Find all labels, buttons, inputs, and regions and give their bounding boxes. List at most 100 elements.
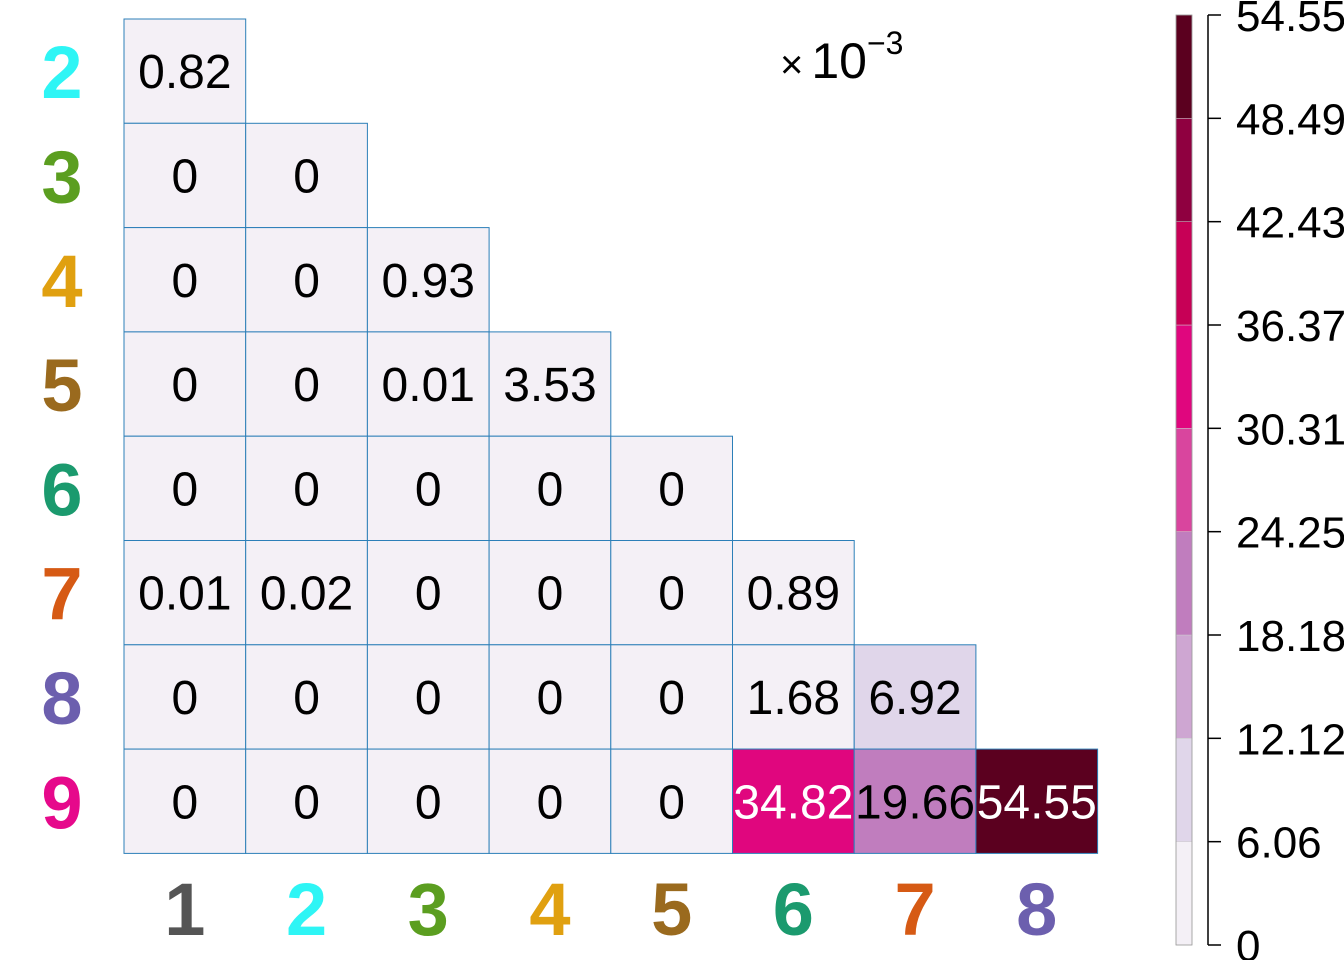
- cell-value-label: 0: [171, 463, 198, 516]
- colorbar-tick-label: 12.12: [1236, 715, 1344, 764]
- heatmap-cell: [488, 540, 612, 646]
- colorbar-tick-label: 48.49: [1236, 95, 1344, 144]
- cell-value-label: 0.01: [138, 568, 231, 621]
- heatmap-cell: [610, 435, 733, 542]
- cell-value-label: 0: [537, 568, 564, 621]
- heatmap-cell: [732, 540, 855, 646]
- cell-value-label: 0: [293, 463, 320, 516]
- colorbar-tick-label: 6.06: [1236, 819, 1322, 868]
- cell-value-label: 0: [171, 255, 198, 308]
- cell-value-label: 6.92: [868, 672, 961, 725]
- colorbar-tick-label: 42.43: [1236, 199, 1344, 248]
- cell-value-label: 0.89: [747, 568, 840, 621]
- heatmap-cell: [366, 540, 490, 646]
- cell-value-label: 0: [293, 359, 320, 412]
- cell-value-label: 0: [293, 672, 320, 725]
- colorbar: [1175, 14, 1193, 946]
- colorbar-segment: [1175, 428, 1193, 532]
- heatmap-cell: [732, 748, 855, 854]
- heatmap-cell: [245, 227, 368, 333]
- col-label: 8: [1016, 868, 1057, 951]
- heatmap-cell: [853, 748, 977, 854]
- multiplier-base: 10: [811, 33, 867, 89]
- colorbar-segment: [1175, 531, 1193, 636]
- row-label: 5: [41, 344, 82, 427]
- cell-value-label: 54.55: [977, 776, 1097, 829]
- row-label: 7: [41, 553, 82, 636]
- colorbar-segment: [1175, 324, 1193, 429]
- row-label: 2: [41, 31, 82, 114]
- heatmap-cell: [123, 540, 247, 646]
- multiplier-exponent: −3: [867, 25, 903, 61]
- colorbar-segment: [1175, 14, 1193, 119]
- col-label: 3: [408, 868, 449, 951]
- cell-value-label: 0: [658, 776, 685, 829]
- cell-value-label: 0: [171, 776, 198, 829]
- heatmap-cell: [245, 122, 368, 229]
- cell-value-label: 0: [415, 776, 442, 829]
- cell-value-label: 0.02: [260, 568, 353, 621]
- cell-value-label: 34.82: [733, 776, 853, 829]
- cell-value-label: 0: [537, 463, 564, 516]
- heatmap-cell: [366, 748, 490, 854]
- row-label: 6: [41, 448, 82, 531]
- colorbar-tick-label: 54.55: [1236, 0, 1344, 41]
- cell-value-label: 0: [293, 776, 320, 829]
- colorbar-outline: [1175, 14, 1193, 946]
- colorbar-segment: [1175, 118, 1193, 222]
- col-label: 7: [894, 868, 935, 951]
- colorbar-tick-label: 36.37: [1236, 302, 1344, 351]
- cell-value-label: 0: [658, 672, 685, 725]
- col-label: 2: [286, 868, 327, 951]
- cell-value-label: 0.82: [138, 46, 231, 99]
- row-label: 3: [41, 135, 82, 218]
- heatmap-cell: [123, 122, 247, 229]
- colorbar-segment: [1175, 221, 1193, 326]
- cell-value-label: 0: [415, 463, 442, 516]
- heatmap-cell: [732, 644, 855, 750]
- cell-value-label: 0: [658, 568, 685, 621]
- cell-value-label: 0: [171, 359, 198, 412]
- colorbar-segment: [1175, 738, 1193, 842]
- heatmap-cell: [123, 227, 247, 333]
- heatmap-cell: [123, 644, 247, 750]
- heatmap-cell: [123, 18, 247, 124]
- row-label: 9: [41, 761, 82, 844]
- heatmap-cell: [488, 644, 612, 750]
- colorbar-tick-label: 18.18: [1236, 612, 1344, 661]
- row-label: 8: [41, 657, 82, 740]
- cell-value-label: 3.53: [503, 359, 596, 412]
- heatmap-cell: [245, 435, 368, 542]
- col-label: 6: [773, 868, 814, 951]
- cell-value-label: 0: [171, 672, 198, 725]
- cell-value-label: 0: [415, 672, 442, 725]
- heatmap-cell: [975, 748, 1099, 854]
- heatmap-cell: [366, 227, 490, 333]
- colorbar-tick-label: 30.31: [1236, 405, 1344, 454]
- cell-value-label: 0: [293, 150, 320, 203]
- heatmap-cell: [123, 748, 247, 854]
- row-labels: 2 3 4 5 6 7 8 9: [41, 31, 82, 844]
- heatmap-cell: [488, 435, 612, 542]
- heatmap-cell: [366, 435, 490, 542]
- cell-value-label: 0.93: [382, 255, 475, 308]
- heatmap-cell: [245, 644, 368, 750]
- cell-value-label: 0: [658, 463, 685, 516]
- cell-value-label: 0: [171, 150, 198, 203]
- cell-value-label: 19.66: [855, 776, 975, 829]
- col-label: 4: [529, 868, 570, 951]
- heatmap-cell: [853, 644, 977, 750]
- heatmap-cell: [245, 331, 368, 437]
- heatmap-cell: [610, 540, 733, 646]
- colorbar-tick-label: 0: [1236, 922, 1260, 960]
- cell-value-label: 0: [415, 568, 442, 621]
- row-label: 4: [41, 240, 82, 323]
- multiplier-label: ×10−3: [780, 25, 903, 89]
- colorbar-segment: [1175, 841, 1193, 946]
- multiplier-prefix: ×: [780, 43, 803, 87]
- colorbar-segment: [1175, 634, 1193, 739]
- col-label: 5: [651, 868, 692, 951]
